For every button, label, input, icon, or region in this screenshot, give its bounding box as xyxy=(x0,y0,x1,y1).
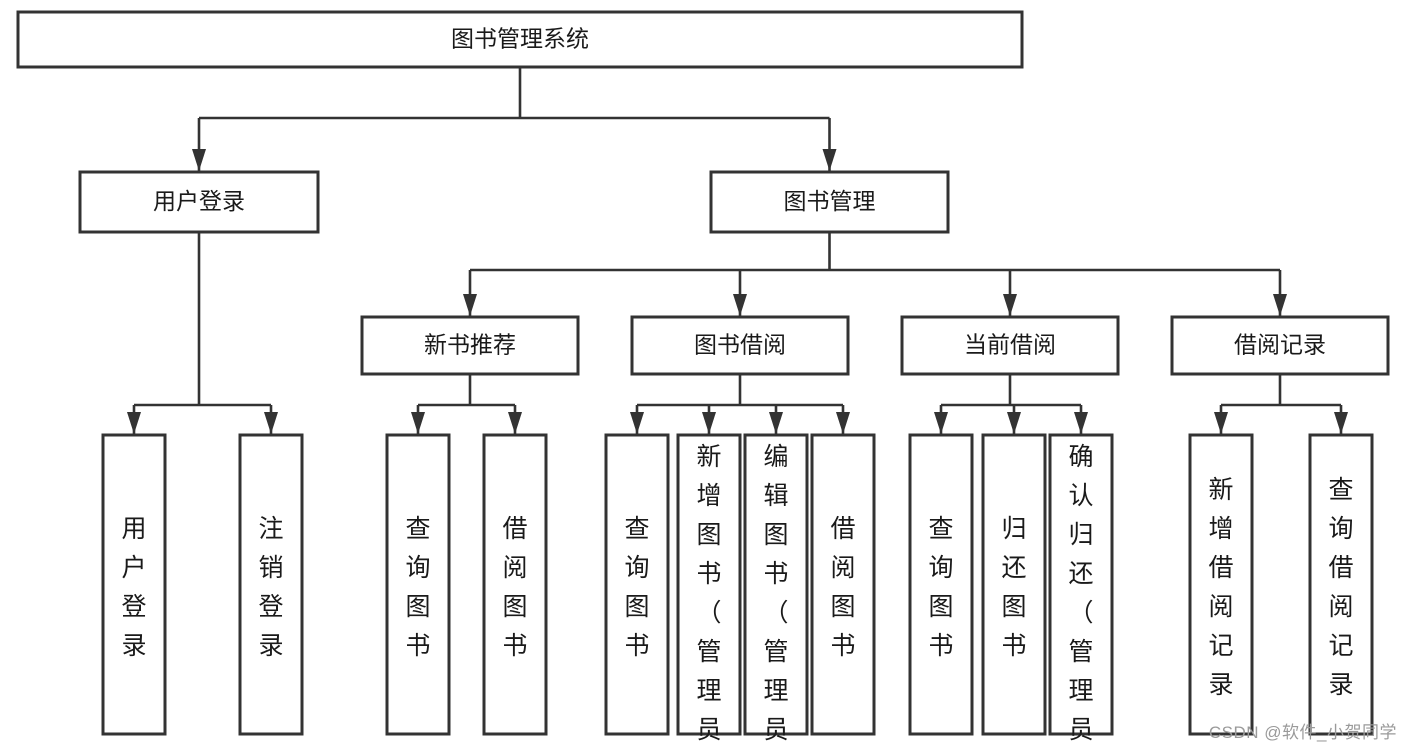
node-box[interactable] xyxy=(908,433,974,736)
node-leaf-user-login[interactable]: 用户登录 xyxy=(101,433,167,736)
arrow-head-icon xyxy=(702,412,716,434)
node-box[interactable] xyxy=(1048,433,1114,736)
node-leaf-return-book[interactable]: 归还图书 xyxy=(981,433,1047,736)
arrow-head-icon xyxy=(934,412,948,434)
node-label: 注销登录 xyxy=(258,515,283,660)
node-current-borrow[interactable]: 当前借阅 xyxy=(900,315,1120,376)
arrow-head-icon xyxy=(508,412,522,434)
node-label: 新增图书（管理员） xyxy=(696,443,721,747)
node-label: 新书推荐 xyxy=(424,332,516,358)
node-box[interactable] xyxy=(16,10,1024,69)
arrow-head-icon xyxy=(192,149,206,171)
node-leaf-add-record[interactable]: 新增借阅记录 xyxy=(1188,433,1254,736)
node-label: 图书管理 xyxy=(784,188,876,214)
arrow-head-icon xyxy=(1003,294,1017,316)
node-label: 用户登录 xyxy=(121,515,146,660)
node-leaf-query-book-3[interactable]: 查询图书 xyxy=(908,433,974,736)
node-box[interactable] xyxy=(810,433,876,736)
node-box[interactable] xyxy=(743,433,809,736)
node-box[interactable] xyxy=(604,433,670,736)
arrow-head-icon xyxy=(822,149,837,171)
node-label: 归还图书 xyxy=(1001,515,1026,660)
arrow-head-icon xyxy=(463,294,477,316)
arrow-head-icon xyxy=(769,412,783,434)
node-leaf-add-book[interactable]: 新增图书（管理员） xyxy=(676,433,742,747)
node-label: 新增借阅记录 xyxy=(1208,476,1233,699)
node-label: 当前借阅 xyxy=(964,332,1056,358)
node-box[interactable] xyxy=(981,433,1047,736)
node-box[interactable] xyxy=(360,315,580,376)
node-box[interactable] xyxy=(630,315,850,376)
node-leaf-query-book-2[interactable]: 查询图书 xyxy=(604,433,670,736)
node-box[interactable] xyxy=(900,315,1120,376)
node-box[interactable] xyxy=(1308,433,1374,736)
node-book-borrow[interactable]: 图书借阅 xyxy=(630,315,850,376)
watermark-label: CSDN @软件_小贺同学 xyxy=(1208,723,1397,742)
arrow-head-icon xyxy=(733,294,747,316)
node-box[interactable] xyxy=(482,433,548,736)
arrow-head-icon xyxy=(1214,412,1228,434)
arrow-head-icon xyxy=(411,412,425,434)
node-new-book-rec[interactable]: 新书推荐 xyxy=(360,315,580,376)
node-box[interactable] xyxy=(1170,315,1390,376)
node-label: 查询图书 xyxy=(405,515,430,660)
arrow-head-icon xyxy=(264,412,278,434)
node-label: 编辑图书（管理员） xyxy=(763,443,788,747)
node-box[interactable] xyxy=(78,170,320,234)
node-box[interactable] xyxy=(385,433,451,736)
node-borrow-record[interactable]: 借阅记录 xyxy=(1170,315,1390,376)
node-box[interactable] xyxy=(676,433,742,736)
node-leaf-confirm-return[interactable]: 确认归还（管理员） xyxy=(1048,433,1114,747)
node-box[interactable] xyxy=(1188,433,1254,736)
node-leaf-logout[interactable]: 注销登录 xyxy=(238,433,304,736)
node-label: 用户登录 xyxy=(153,188,245,214)
arrow-head-icon xyxy=(1007,412,1021,434)
node-label: 借阅图书 xyxy=(830,515,855,660)
node-label: 确认归还（管理员） xyxy=(1068,443,1093,747)
node-label: 查询图书 xyxy=(928,515,953,660)
arrow-head-icon xyxy=(1074,412,1088,434)
arrow-head-icon xyxy=(630,412,644,434)
arrow-head-icon xyxy=(1334,412,1348,434)
node-leaf-borrow-book-2[interactable]: 借阅图书 xyxy=(810,433,876,736)
node-label: 图书管理系统 xyxy=(451,26,589,52)
arrow-head-icon xyxy=(1273,294,1287,316)
node-book-manage[interactable]: 图书管理 xyxy=(709,170,950,234)
node-label: 查询借阅记录 xyxy=(1328,476,1353,699)
node-root[interactable]: 图书管理系统 xyxy=(16,10,1024,69)
node-label: 查询图书 xyxy=(624,515,649,660)
connectors-layer xyxy=(127,67,1348,434)
node-leaf-query-book-1[interactable]: 查询图书 xyxy=(385,433,451,736)
node-box[interactable] xyxy=(101,433,167,736)
node-label: 借阅图书 xyxy=(502,515,527,660)
node-user-login[interactable]: 用户登录 xyxy=(78,170,320,234)
node-box[interactable] xyxy=(709,170,950,234)
arrow-head-icon xyxy=(127,412,141,434)
node-label: 借阅记录 xyxy=(1234,332,1326,358)
arrow-head-icon xyxy=(836,412,850,434)
node-leaf-edit-book[interactable]: 编辑图书（管理员） xyxy=(743,433,809,747)
node-label: 图书借阅 xyxy=(694,332,786,358)
node-box[interactable] xyxy=(238,433,304,736)
node-leaf-borrow-book-1[interactable]: 借阅图书 xyxy=(482,433,548,736)
node-leaf-query-record[interactable]: 查询借阅记录 xyxy=(1308,433,1374,736)
nodes-layer: 图书管理系统用户登录图书管理新书推荐图书借阅当前借阅借阅记录用户登录注销登录查询… xyxy=(16,10,1390,747)
